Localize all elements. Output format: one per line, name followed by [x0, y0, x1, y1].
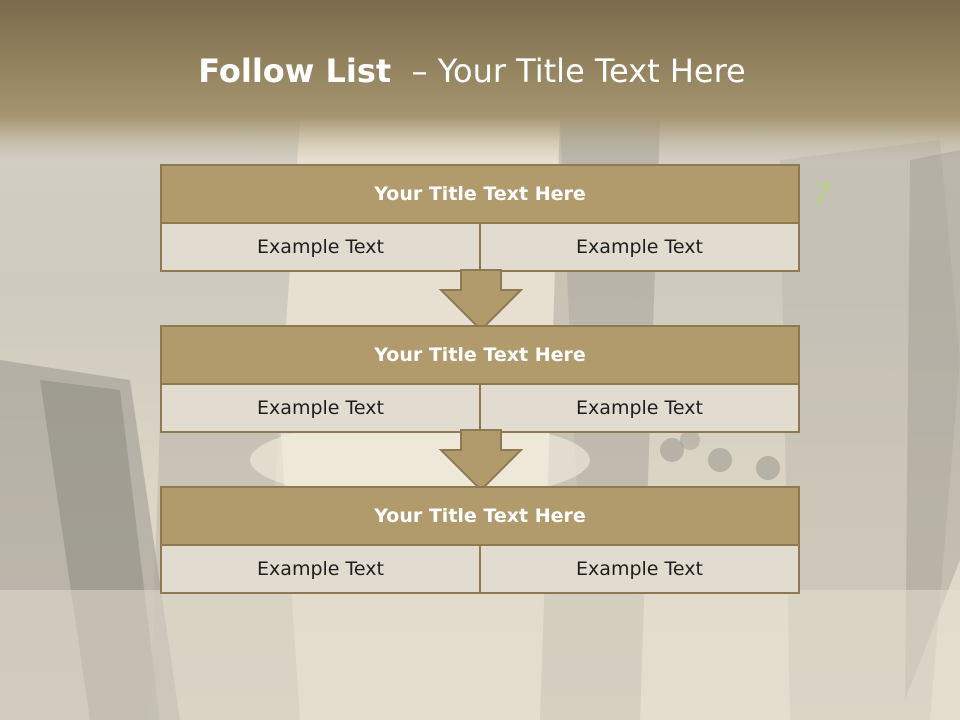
slide-title: Follow List – Your Title Text Here: [0, 52, 944, 90]
step-box-2: Your Title Text Here Example Text Exampl…: [160, 325, 800, 433]
header-band: [0, 0, 960, 160]
down-arrow-icon: [438, 269, 524, 332]
step-box-1: Your Title Text Here Example Text Exampl…: [160, 164, 800, 272]
title-bold: Follow List: [198, 52, 392, 90]
step-heading: Your Title Text Here: [162, 488, 798, 546]
step-heading: Your Title Text Here: [162, 166, 798, 224]
background-digit: 7: [812, 178, 832, 213]
step-cell-left: Example Text: [162, 224, 479, 270]
down-arrow-icon: [438, 429, 524, 492]
step-row: Example Text Example Text: [162, 546, 798, 592]
step-cell-left: Example Text: [162, 385, 479, 431]
step-cell-left: Example Text: [162, 546, 479, 592]
step-row: Example Text Example Text: [162, 385, 798, 431]
step-cell-right: Example Text: [479, 385, 798, 431]
step-box-3: Your Title Text Here Example Text Exampl…: [160, 486, 800, 594]
step-cell-right: Example Text: [479, 546, 798, 592]
step-cell-right: Example Text: [479, 224, 798, 270]
step-row: Example Text Example Text: [162, 224, 798, 270]
title-rest: – Your Title Text Here: [391, 52, 746, 90]
step-heading: Your Title Text Here: [162, 327, 798, 385]
